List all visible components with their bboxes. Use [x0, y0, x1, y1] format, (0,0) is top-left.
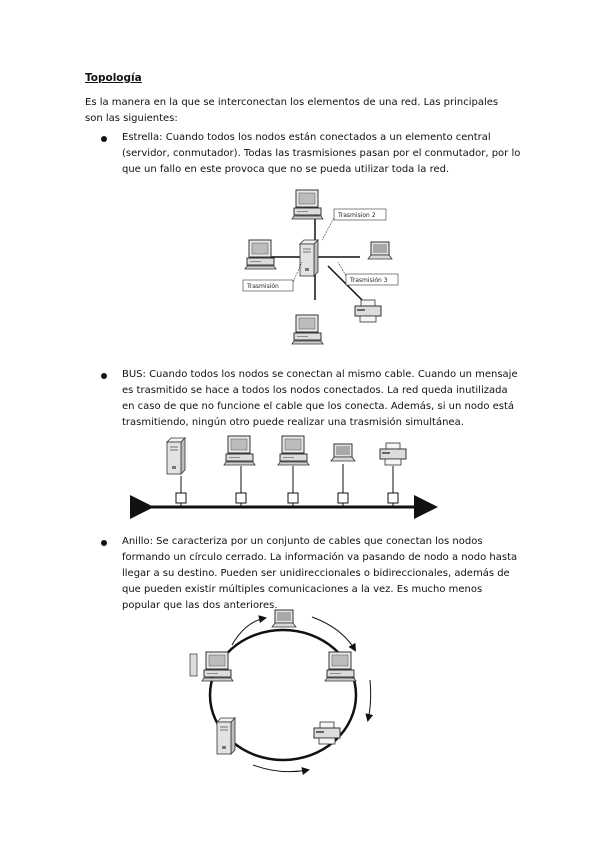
computer-icon — [201, 651, 234, 682]
bullet-estrella: Estrella: Cuando todos los nodos están c… — [122, 132, 521, 175]
label-transmission-2: Trasmision 2 — [337, 212, 376, 219]
intro-paragraph: Es la manera en la que se interconectan … — [85, 97, 499, 124]
star-topology-diagram: Trasmision 2 Trasmisión Trasmisión 3 — [242, 189, 399, 345]
bullet-anillo: Anillo: Se caracteriza por un conjunto d… — [122, 536, 518, 611]
section-heading: Topología — [85, 72, 142, 84]
bullet-dot — [101, 136, 107, 142]
computer-icon — [277, 435, 310, 466]
bullet-bus: BUS: Cuando todos los nodos se conectan … — [122, 369, 518, 428]
laptop-icon — [367, 241, 393, 260]
server-tower-icon — [166, 437, 186, 475]
laptop-icon — [271, 609, 297, 628]
computer-icon — [244, 239, 277, 270]
label-transmission-1: Trasmisión — [246, 283, 279, 290]
computer-icon — [324, 651, 357, 682]
server-tower-icon — [216, 717, 236, 755]
ring-topology-diagram — [189, 609, 374, 775]
label-transmission-3: Trasmisión 3 — [349, 277, 388, 284]
printer-icon — [379, 442, 407, 466]
computer-icon — [291, 189, 324, 220]
bullet-dot — [101, 373, 107, 379]
printer-icon — [354, 299, 382, 323]
central-server-icon — [299, 239, 319, 277]
bullet-dot — [101, 540, 107, 546]
computer-icon — [223, 435, 256, 466]
bus-topology-diagram — [130, 435, 438, 519]
terminal-icon — [189, 653, 198, 677]
computer-icon — [291, 314, 324, 345]
laptop-icon — [330, 443, 356, 462]
